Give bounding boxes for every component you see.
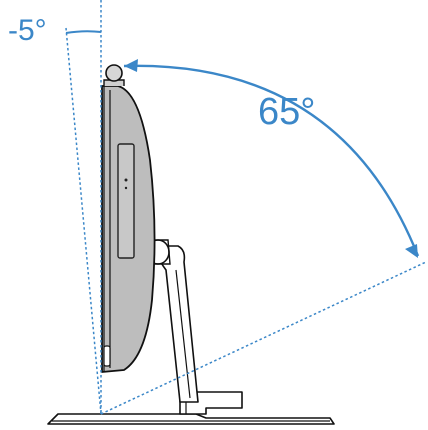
forward-tilt-angle-label: 65° [258,91,315,133]
stand-arm [157,245,199,403]
stand-base [47,413,335,425]
back-tilt-line [65,27,102,415]
back-tilt-angle-label: -5° [8,14,47,47]
arc-arrowhead-end-icon [405,244,418,258]
webcam-icon [103,64,125,86]
back-tilt-arc [65,30,102,34]
forward-tilt-arc [123,64,420,257]
optical-drive [117,143,135,259]
arc-arrowhead-start-icon [124,59,138,72]
side-button [103,345,111,367]
